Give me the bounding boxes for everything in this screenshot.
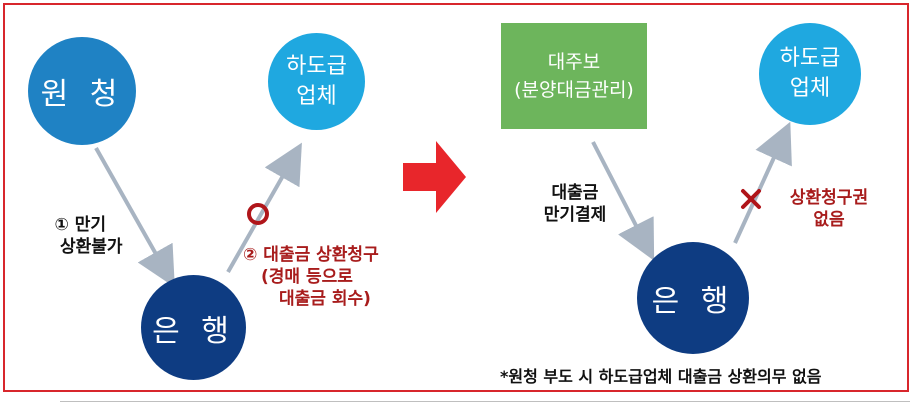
hadogeup-circle-right: 하도급 업체 [759,23,861,125]
guarantor-box: 대주보 (분양대금관리) [501,23,647,129]
step2-line3: 대출금 회수) [279,289,371,309]
wonchung-circle: 원 청 [28,37,136,145]
step2-line1: ② 대출금 상환청구 [243,245,379,265]
footnote: *원청 부도 시 하도급업체 대출금 상환의무 없음 [500,367,822,386]
bottom-rule [60,401,910,402]
guarantor-line2: (분양대금관리) [514,79,634,101]
step1-line1: ① 만기 [54,215,107,235]
step1-text: ① 만기 상환불가 [38,214,123,258]
hadogeup-label-line2: 업체 [296,83,337,109]
arrow-wonchung-to-bank [94,147,175,288]
hadogeup-right-line2: 업체 [789,76,831,101]
hadogeup-label-line1: 하도급 [286,53,347,79]
hadogeup-right-line1: 하도급 [779,46,841,71]
circle-o-icon [247,203,269,225]
no-claim-text: 상환청구권 없음 [773,187,885,231]
diagram-frame [3,3,909,392]
step2-line2: (경매 등으로 [261,267,353,287]
step1-line2: 상환불가 [60,237,123,257]
arrow-guarantor-to-bank [591,141,655,261]
loan-settle-line2: 만기결제 [543,205,607,225]
arrow-bank-to-hadogeup [226,142,302,273]
bank-label-right: 은 행 [651,284,735,319]
no-claim-line1: 상환청구권 [789,188,869,208]
x-mark-icon [741,189,761,209]
loan-settle-line1: 대출금 [551,183,599,203]
bank-label-left: 은 행 [152,313,235,349]
step2-text: ② 대출금 상환청구 (경매 등으로 대출금 회수) [243,244,379,310]
wonchung-label: 원 청 [40,77,124,112]
guarantor-line1: 대주보 [547,51,601,73]
no-claim-line2: 없음 [813,210,845,230]
big-red-arrow-icon [403,141,466,213]
loan-settle-text: 대출금 만기결제 [527,182,623,226]
bank-circle-right: 은 행 [637,242,749,354]
bank-circle-left: 은 행 [141,275,246,380]
hadogeup-circle-left: 하도급 업체 [268,33,365,130]
